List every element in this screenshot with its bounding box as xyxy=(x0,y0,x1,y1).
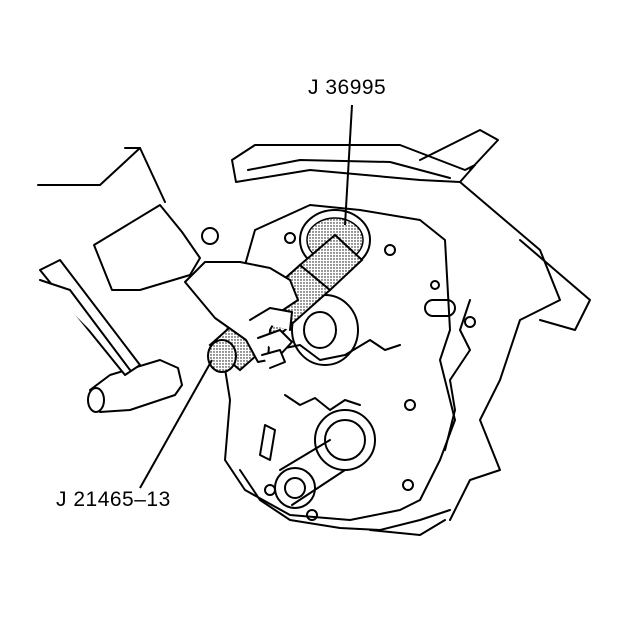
block-top-inner xyxy=(247,159,451,179)
block-right-side xyxy=(449,181,561,521)
leader-top xyxy=(344,104,353,226)
bolt-hole xyxy=(306,509,318,521)
bolt-hole xyxy=(404,399,416,411)
bolt-hole xyxy=(402,479,414,491)
block-top-rail xyxy=(419,129,499,171)
hammer xyxy=(39,259,183,413)
tool-label-j21465-13: J 21465–13 xyxy=(56,488,171,511)
bolt-hole xyxy=(284,232,296,244)
plate-ridge xyxy=(274,339,401,361)
tool-label-j36995: J 36995 xyxy=(308,76,387,99)
leader-bottom xyxy=(139,359,213,489)
bolt-hole xyxy=(264,484,276,496)
crank-seal-inner xyxy=(324,419,366,461)
block-right-skirt xyxy=(519,239,591,331)
bolt-hole xyxy=(464,316,476,328)
block-top-edge xyxy=(231,144,476,183)
plate-wave xyxy=(284,394,361,411)
crank-shaft xyxy=(279,439,346,506)
crank-shaft-end-inner xyxy=(284,477,306,499)
oval-slot xyxy=(424,299,456,317)
small-hole xyxy=(430,280,440,290)
bolt-hole xyxy=(384,244,396,256)
crank-shaft-end xyxy=(274,467,316,509)
left-bracket xyxy=(259,424,276,461)
hand xyxy=(184,261,299,369)
oil-pan-lip xyxy=(369,519,446,536)
front-plate xyxy=(221,204,456,521)
oil-pan-edge xyxy=(239,469,451,531)
cam-bore-inner xyxy=(303,311,337,349)
arm-sleeve xyxy=(37,147,219,291)
